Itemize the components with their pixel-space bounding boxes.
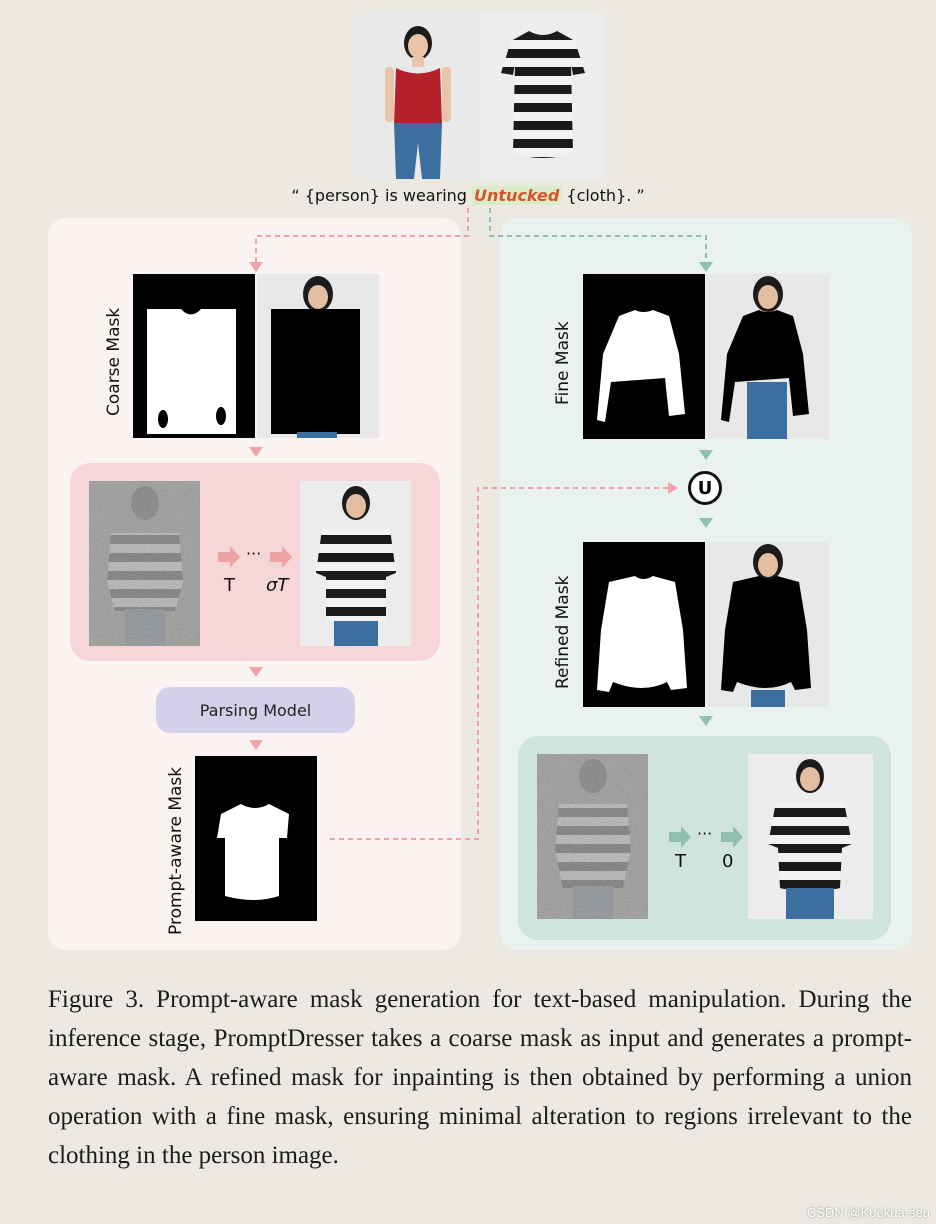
- ellipsis-left: ···: [246, 544, 262, 563]
- prompt-keyword: Untucked: [472, 186, 562, 205]
- prompt-aware-mask-image: [195, 756, 317, 921]
- refined-mask-image: [583, 542, 705, 707]
- coarse-mask-image: [133, 274, 255, 438]
- parsing-model-block: Parsing Model: [156, 687, 355, 733]
- step-start-right: T: [675, 851, 686, 872]
- generated-image-right: [748, 754, 873, 919]
- union-operator-icon: U: [688, 471, 722, 505]
- refined-mask-label: Refined Mask: [553, 575, 573, 689]
- refined-masked-person-image: [707, 542, 829, 707]
- noisy-input-image-right: [537, 754, 648, 919]
- noisy-input-image-left: [89, 481, 200, 646]
- text-prompt: “ {person} is wearing Untucked {cloth}. …: [0, 186, 936, 205]
- fine-masked-person-image: [707, 274, 829, 439]
- step-end-right: 0: [722, 851, 734, 872]
- step-end-left: σT: [266, 575, 289, 596]
- generated-image-left: [300, 481, 411, 646]
- coarse-masked-person-image: [257, 274, 379, 438]
- step-start-left: T: [224, 575, 235, 596]
- fine-mask-label: Fine Mask: [553, 321, 573, 405]
- person-image: [356, 13, 479, 179]
- prompt-after: {cloth}. ”: [561, 186, 645, 205]
- progression-arrows-right: [669, 826, 743, 848]
- prompt-before: “ {person} is wearing: [291, 186, 473, 205]
- fine-mask-image: [583, 274, 705, 439]
- coarse-mask-label: Coarse Mask: [104, 307, 124, 416]
- watermark: CSDN @Kuekua-seu: [806, 1205, 930, 1220]
- figure-caption: Figure 3. Prompt-aware mask generation f…: [48, 986, 912, 1169]
- prompt-aware-mask-label: Prompt-aware Mask: [166, 766, 186, 935]
- ellipsis-right: ···: [697, 824, 713, 843]
- connector-lines: [249, 208, 713, 840]
- cloth-image: [481, 13, 604, 179]
- progression-arrows-left: [218, 546, 292, 568]
